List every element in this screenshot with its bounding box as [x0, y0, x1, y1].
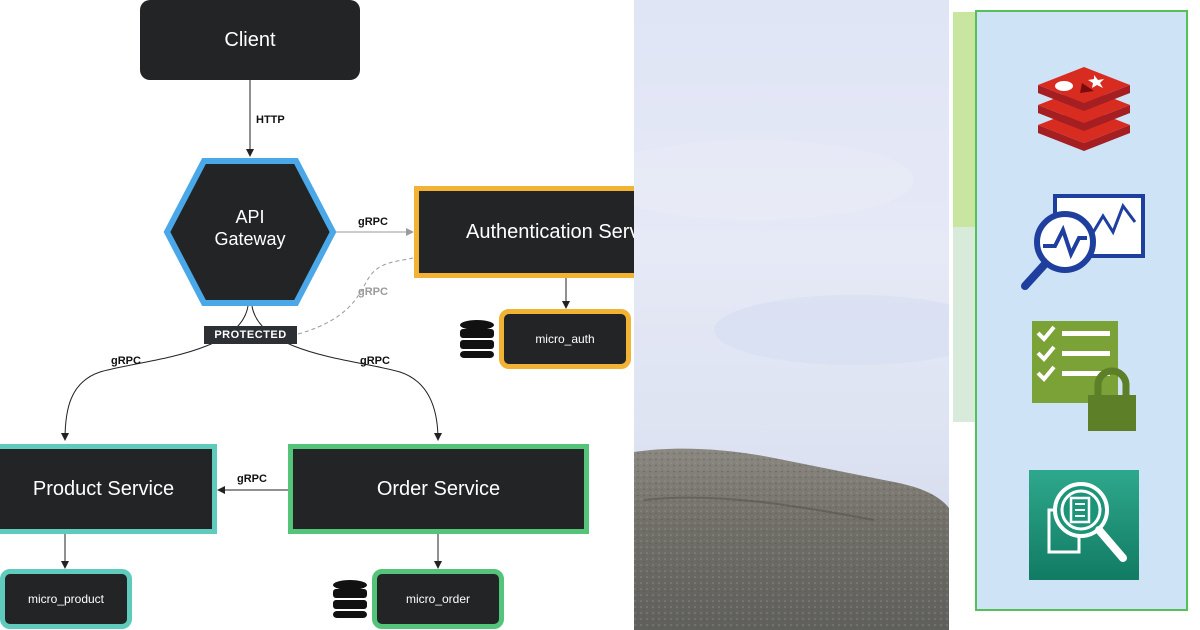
gateway-hexagon[interactable] [163, 158, 337, 306]
order-service-node[interactable]: Order Service [288, 444, 589, 534]
icon-strip [949, 0, 1200, 630]
protected-badge: PROTECTED [204, 326, 297, 344]
database-icon [333, 580, 367, 618]
auth-service-label: Authentication Service [466, 220, 634, 243]
product-service-node[interactable]: Product Service [0, 444, 217, 534]
edge-label-grpc-auth: gRPC [358, 216, 388, 228]
edge-label-grpc-order: gRPC [360, 355, 390, 367]
order-db-node[interactable]: micro_order [372, 569, 504, 629]
gateway-label: API Gateway [170, 206, 330, 250]
product-db-label: micro_product [27, 592, 105, 606]
edge-label-http: HTTP [256, 114, 285, 126]
monitoring-chart-icon [977, 192, 1190, 292]
order-service-label: Order Service [376, 477, 501, 500]
edge-protected-auth [297, 257, 414, 335]
rock-landscape [634, 140, 949, 630]
client-node[interactable]: Client [140, 0, 360, 80]
edge-label-grpc-protected: gRPC [358, 286, 388, 298]
secure-checklist-icon [977, 317, 1190, 435]
gateway-label-line2: Gateway [214, 229, 286, 249]
redis-icon [977, 67, 1190, 151]
diagram-edges [61, 80, 570, 618]
client-label: Client [224, 28, 276, 51]
auth-db-node[interactable]: micro_auth [499, 309, 631, 369]
document-search-icon [977, 470, 1190, 580]
database-icon [460, 320, 494, 358]
edge-label-grpc-product: gRPC [111, 355, 141, 367]
order-db-label: micro_order [405, 592, 471, 606]
auth-service-node[interactable]: Authentication Service [414, 186, 634, 278]
auth-db-label: micro_auth [535, 332, 595, 346]
sky-rock-photo [634, 0, 949, 630]
product-db-node[interactable]: micro_product [0, 569, 132, 629]
edge-label-grpc-order-product: gRPC [237, 473, 267, 485]
product-service-label: Product Service [32, 477, 175, 500]
architecture-diagram: Client API Gateway Authentication Servic… [0, 0, 634, 630]
icon-frame [975, 10, 1188, 611]
gateway-label-line1: API [235, 207, 265, 227]
